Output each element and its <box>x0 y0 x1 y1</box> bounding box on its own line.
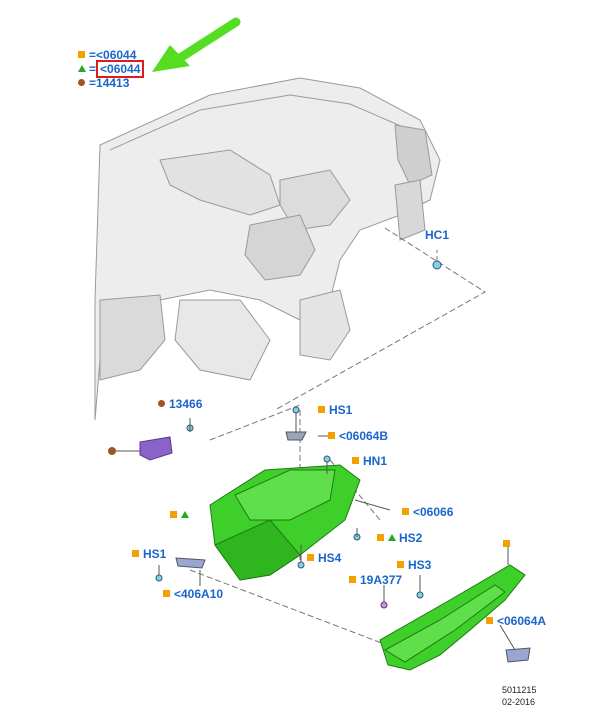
green-arrow-icon <box>152 17 241 72</box>
legend-triangle-text: <06044 <box>96 60 145 78</box>
legend-equals: = <box>89 62 97 76</box>
orange-square-icon <box>486 617 493 624</box>
orange-square-icon <box>397 561 404 568</box>
legend-equals: = <box>89 76 97 90</box>
orange-square-icon <box>402 508 409 515</box>
callout-06066: <06066 <box>402 505 453 519</box>
callout-13466: 13466 <box>158 397 202 411</box>
orange-square-icon <box>377 534 384 541</box>
orange-square-icon <box>503 540 510 547</box>
callout-hn1: HN1 <box>352 454 387 468</box>
legend-circle-text: 14413 <box>96 76 130 90</box>
legend-triangle: =<06044 <box>78 60 145 78</box>
legend-square: =<06044 <box>78 48 136 62</box>
hardware-parts <box>139 260 531 663</box>
callout-glovebox-markers <box>170 508 192 522</box>
callout-hs4: HS4 <box>307 551 341 565</box>
brown-dot-icon <box>78 79 85 86</box>
green-triangle-icon <box>388 534 396 541</box>
callout-lines <box>115 413 516 651</box>
brown-dot-icon <box>158 400 165 407</box>
callout-door-marker <box>503 537 514 551</box>
orange-square-icon <box>318 406 325 413</box>
callout-hs3: HS3 <box>397 558 431 572</box>
orange-square-icon <box>170 511 177 518</box>
orange-square-icon <box>352 457 359 464</box>
legend-circle: =14413 <box>78 76 129 90</box>
callout-406a10: <406A10 <box>163 587 223 601</box>
orange-square-icon <box>349 576 356 583</box>
green-triangle-icon <box>181 511 189 518</box>
callout-hs1-left: HS1 <box>132 547 166 561</box>
callout-hs1-top: HS1 <box>318 403 352 417</box>
callout-hc1: HC1 <box>425 228 450 242</box>
orange-square-icon <box>132 550 139 557</box>
brown-dot-marker <box>108 447 116 455</box>
callout-06064b: <06064B <box>328 429 388 443</box>
glove-box-part <box>209 464 361 581</box>
orange-square-icon <box>307 554 314 561</box>
orange-square-icon <box>328 432 335 439</box>
callout-06064a: <06064A <box>486 614 546 628</box>
dashboard-illustration <box>94 77 441 421</box>
diagram-date: 02-2016 <box>502 697 536 707</box>
legend-square-text: <06044 <box>96 48 137 62</box>
glove-box-door-part <box>379 564 526 671</box>
green-triangle-icon <box>78 65 86 72</box>
legend-equals: = <box>89 48 97 62</box>
orange-square-icon <box>78 51 85 58</box>
diagram-code: 5011215 <box>502 685 537 695</box>
callout-19a377: 19A377 <box>349 573 402 587</box>
orange-square-icon <box>163 590 170 597</box>
callout-hs2: HS2 <box>377 531 422 545</box>
